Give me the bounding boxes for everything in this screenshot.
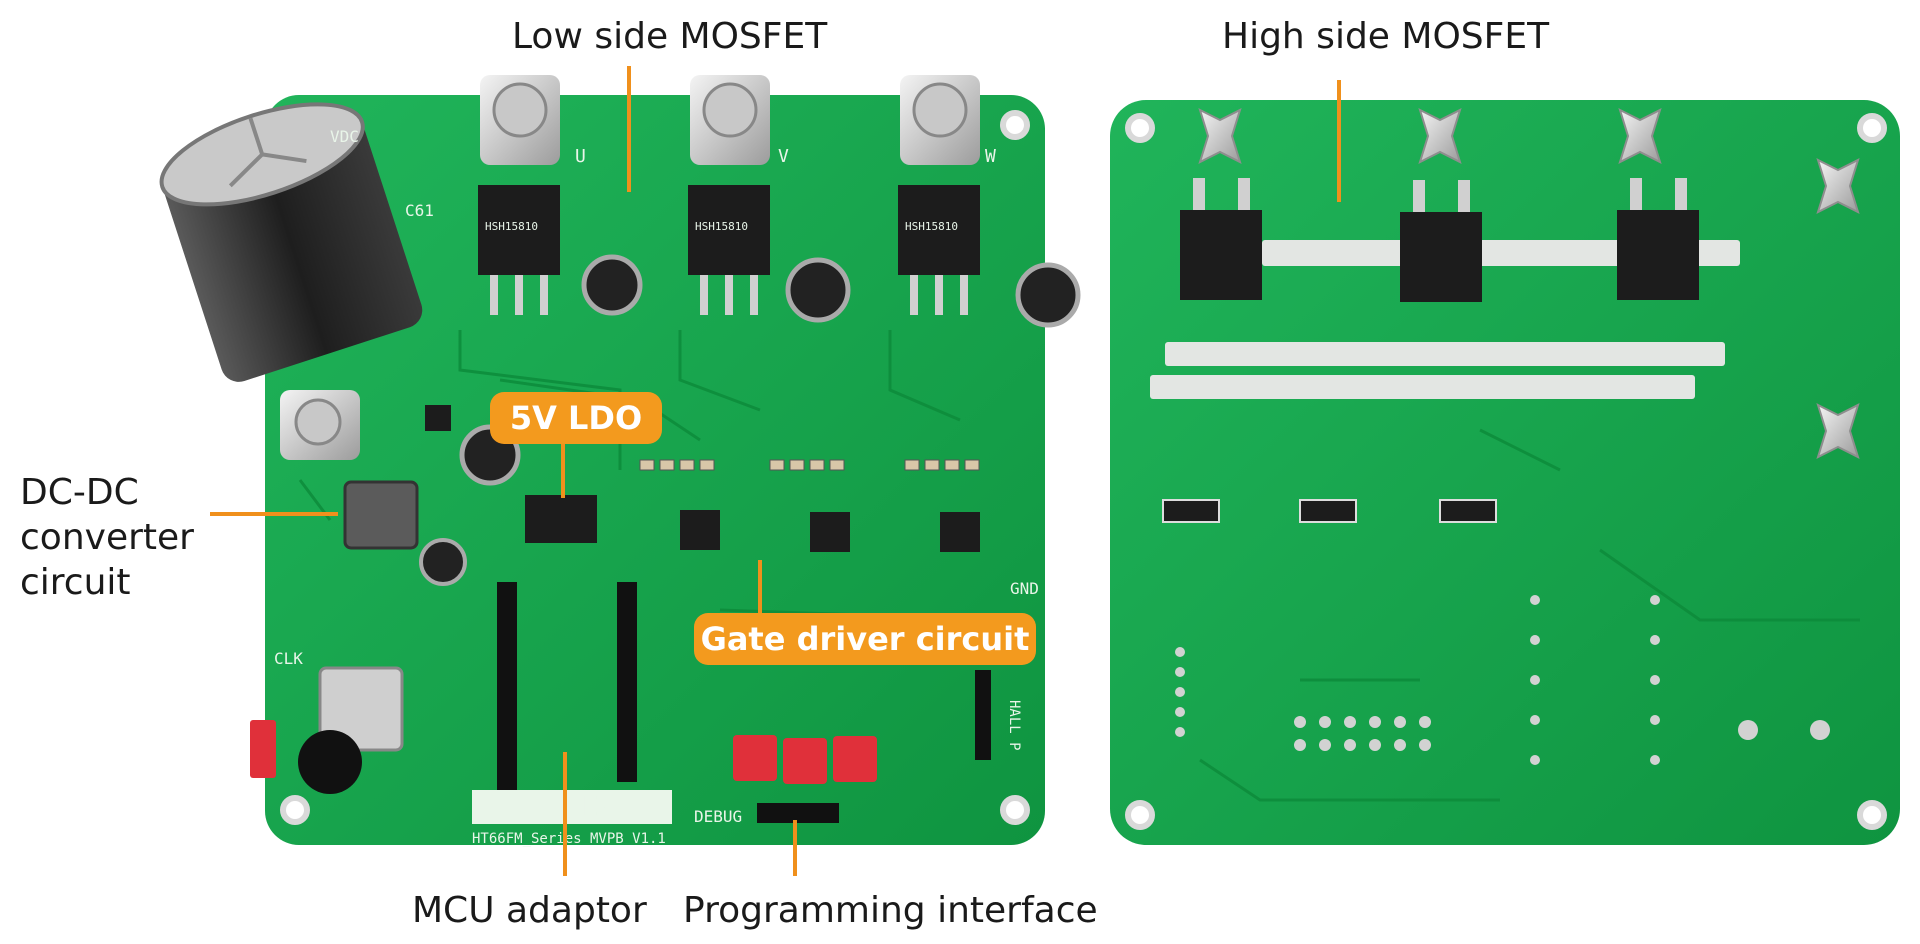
ldo-badge: 5V LDO [490,392,662,444]
ldo-leader [561,440,565,498]
high-side-mosfet-label: High side MOSFET [1222,16,1550,57]
svg-text:DEBUG: DEBUG [694,807,742,826]
svg-text:HSH15810: HSH15810 [485,220,538,233]
gate-driver-leader [758,560,762,616]
svg-text:HSH15810: HSH15810 [905,220,958,233]
dc-dc-leader [210,512,338,516]
svg-text:HT66FM_Series MVPB V1.1: HT66FM_Series MVPB V1.1 [472,831,666,847]
svg-text:HALL P: HALL P [1006,700,1022,751]
low-side-mosfet-label: Low side MOSFET [512,16,828,57]
low-side-leader [627,66,631,192]
dc-dc-converter-label: DC-DC converter circuit [20,472,194,603]
svg-text:W: W [985,146,996,167]
svg-text:CLK: CLK [274,649,303,668]
high-side-leader [1337,80,1341,202]
front-board: HOLTEK HT66FM_Series MVPB V1.1 DEBUG GND… [159,75,1081,847]
svg-text:U: U [575,146,586,167]
mcu-adaptor-leader [563,752,567,876]
mcu-adaptor-label: MCU adaptor [412,890,647,931]
programming-interface-label: Programming interface [683,890,1098,931]
back-board [1110,100,1900,845]
svg-text:GND: GND [1010,579,1039,598]
gate-driver-badge: Gate driver circuit [694,613,1036,665]
svg-text:C61: C61 [405,201,434,220]
svg-text:VDC: VDC [330,127,359,146]
svg-text:HSH15810: HSH15810 [695,220,748,233]
programming-leader [793,820,797,876]
svg-text:V: V [778,146,789,167]
svg-text:HOLTEK: HOLTEK [520,792,614,822]
